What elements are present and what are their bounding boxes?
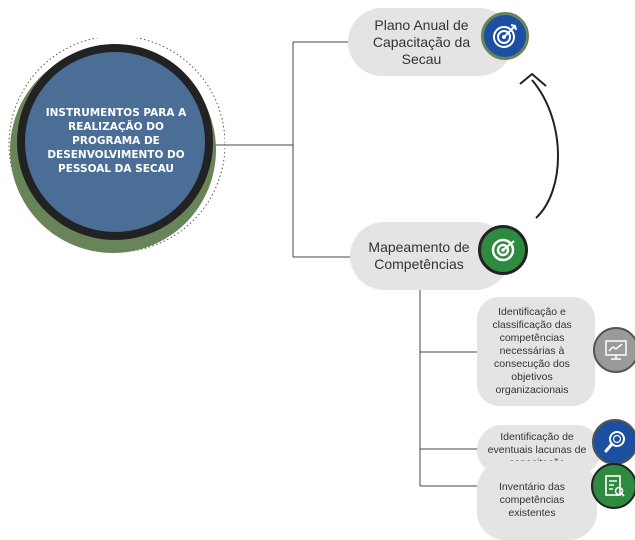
monitor-chart-icon [593,327,635,373]
mapeamento-label: Mapeamento de Competências [368,239,470,272]
center-title: INSTRUMENTOS PARA A REALIZAÇÃO DO PROGRA… [45,107,187,175]
checklist-icon [591,463,635,509]
identificacao-classificacao-node: Identificação e classificação das compet… [477,297,595,406]
magnifier-icon [592,419,635,465]
target-icon [481,12,529,60]
curved-arrow [531,79,559,219]
arrow-head [519,72,547,87]
mapeamento-node: Mapeamento de Competências [350,222,510,290]
plano-anual-label: Plano Anual de Capacitação da Secau [372,16,471,67]
target-icon [478,225,528,275]
center-circle [8,38,225,253]
inventario-node: Inventário das competências existentes [477,461,597,540]
inventario-label: Inventário das competências existentes [499,481,565,519]
identificacao-classificacao-label: Identificação e classificação das compet… [492,306,572,396]
